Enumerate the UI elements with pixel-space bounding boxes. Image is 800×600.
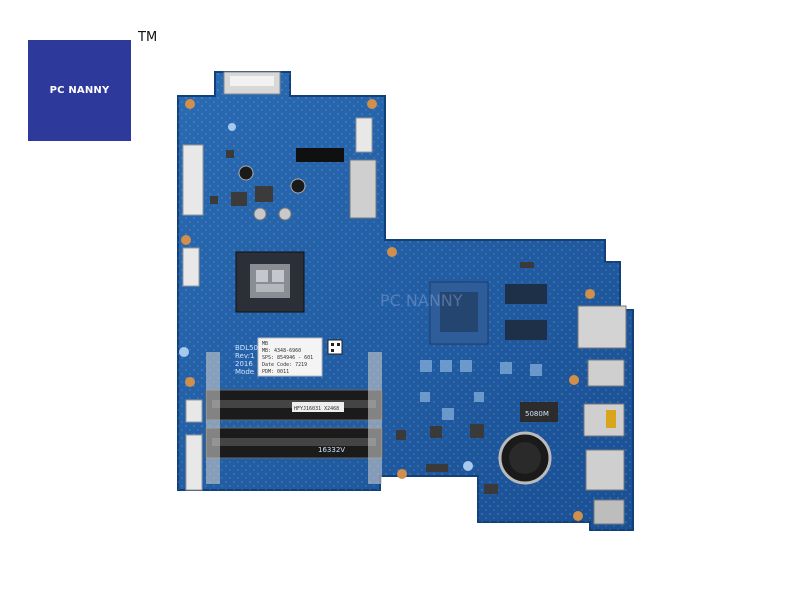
m2-slot — [296, 148, 344, 162]
sticker-line-2: MB: 4348-6960 — [262, 348, 301, 354]
sticker-line-5: PDM: 0011 — [262, 369, 289, 375]
usb-port — [587, 359, 625, 387]
capacitor — [253, 207, 267, 221]
brand-logo-text: PC NANNY — [49, 85, 110, 96]
watermark: PC NANNY — [380, 291, 463, 310]
fpc-connector — [182, 247, 200, 287]
silk-mode: Mode — [235, 368, 254, 376]
fpc-connector — [182, 144, 204, 216]
ethernet-port — [577, 305, 627, 349]
sticker-line-1: MB — [262, 341, 268, 347]
qr-code — [327, 339, 343, 355]
serial-sticker — [257, 337, 323, 377]
silk-model: BDL50 — [235, 344, 258, 352]
chip-label: 5080M — [525, 410, 549, 418]
audio-jack — [593, 499, 625, 525]
barcode-label: HFYJ16031 X2468 — [294, 406, 339, 412]
trademark-symbol: TM — [138, 30, 158, 45]
silk-year: 2016 — [235, 360, 253, 368]
ram-label: 16332V — [318, 446, 345, 454]
fpc-connector — [185, 434, 203, 491]
capacitor — [278, 207, 292, 221]
fpc-connector — [355, 117, 373, 153]
fpc-connector — [185, 399, 203, 423]
hdmi-port — [583, 403, 625, 437]
sticker-line-4: Date Code: 7219 — [262, 362, 307, 368]
brand-logo: PC NANNY — [28, 40, 131, 141]
silk-rev: Rev:1 — [235, 352, 254, 360]
capacitor — [238, 165, 254, 181]
capacitor — [290, 178, 306, 194]
usb-port — [585, 449, 625, 491]
sticker-line-3: SPS: 854946 - 601 — [262, 355, 313, 361]
